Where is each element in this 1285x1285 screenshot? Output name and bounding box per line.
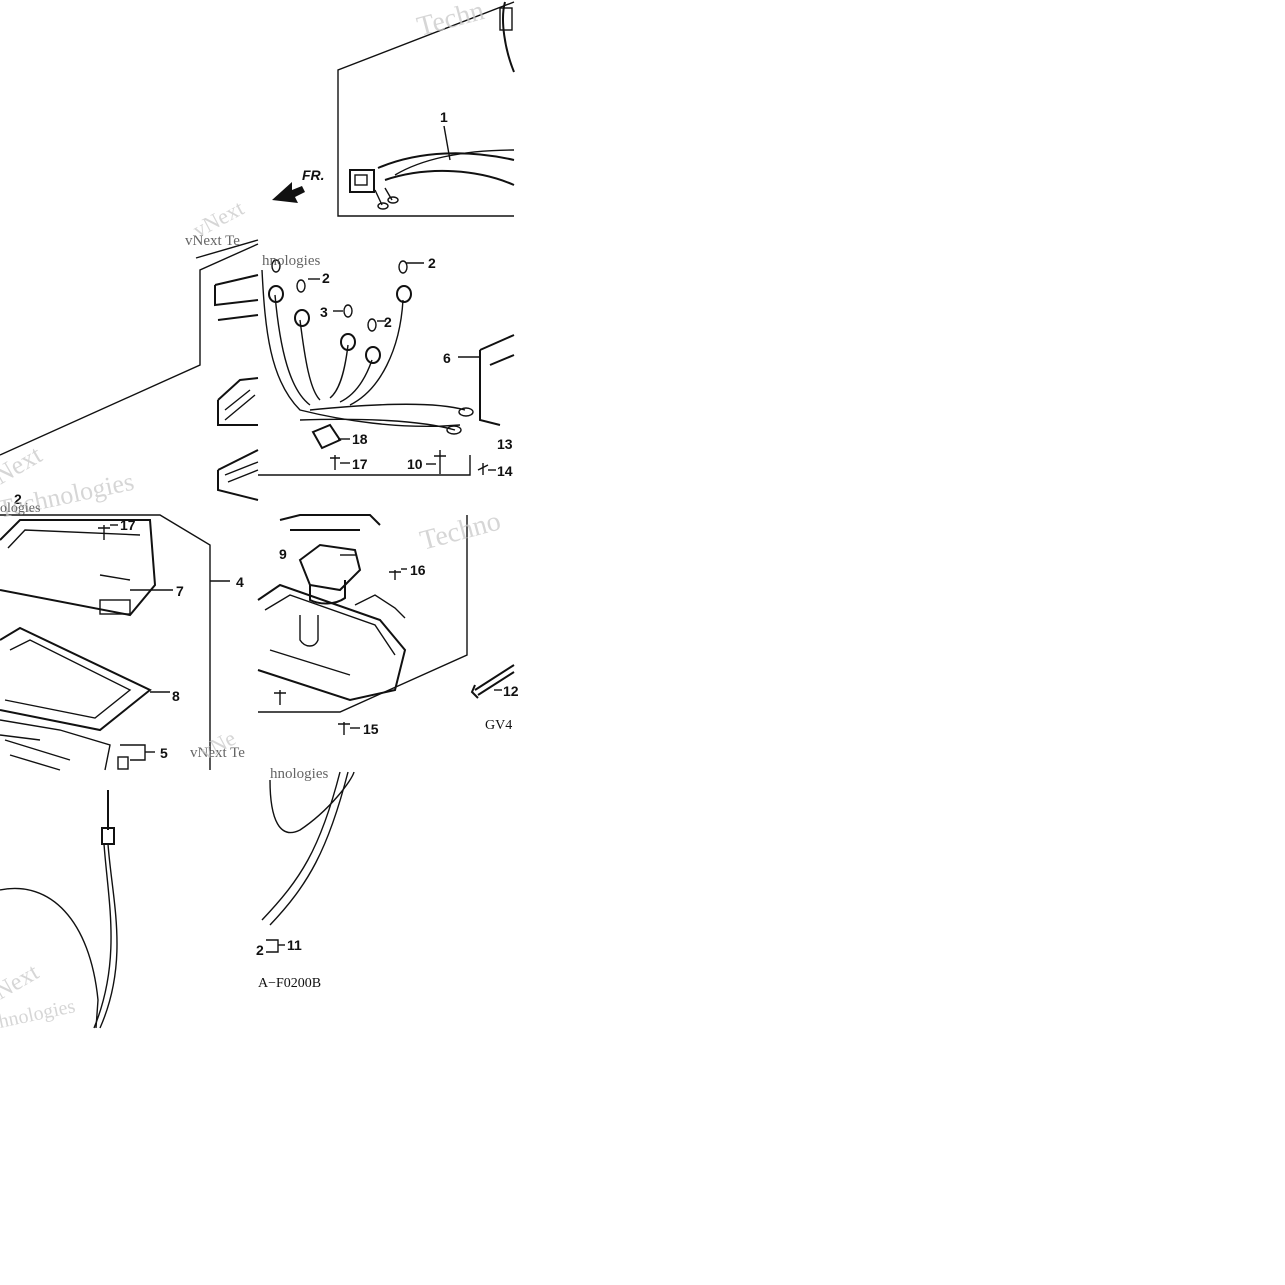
watermark: Techn bbox=[414, 0, 488, 43]
callout-2: 2 bbox=[428, 255, 436, 271]
watermark: ologies bbox=[0, 501, 40, 516]
callout-12: 12 bbox=[503, 683, 519, 699]
callout-7: 7 bbox=[176, 583, 184, 599]
callout-17: 17 bbox=[352, 456, 368, 472]
front-marker-label: FR. bbox=[302, 167, 325, 183]
callout-18: 18 bbox=[352, 431, 368, 447]
callout-17: 17 bbox=[120, 517, 136, 533]
watermark: vNext Te bbox=[185, 233, 240, 249]
callout-4: 4 bbox=[236, 574, 244, 590]
watermark: vNext Te bbox=[190, 745, 245, 761]
watermark: hnologies bbox=[270, 766, 328, 782]
callout-9: 9 bbox=[279, 546, 287, 562]
callout-5: 5 bbox=[160, 745, 168, 761]
figure-code: A−F0200B bbox=[258, 976, 321, 991]
callout-labels: 1 2 2 2 2 3 6 18 17 10 13 14 2 17 7 4 8 … bbox=[14, 109, 519, 958]
watermark: Next bbox=[0, 439, 47, 490]
callout-8: 8 bbox=[172, 688, 180, 704]
watermark: Next bbox=[0, 959, 44, 1005]
callout-6: 6 bbox=[443, 350, 451, 366]
watermark: hnologies bbox=[262, 253, 320, 269]
meter-case-panel bbox=[0, 514, 230, 771]
diagram-code: GV4 bbox=[485, 718, 512, 733]
meter-base-panel bbox=[257, 514, 515, 735]
watermark: Techno bbox=[417, 506, 504, 557]
callout-2: 2 bbox=[14, 491, 22, 507]
callout-11: 11 bbox=[287, 937, 302, 953]
callout-14: 14 bbox=[497, 463, 513, 479]
watermark: hnologies bbox=[0, 995, 77, 1033]
callout-2: 2 bbox=[256, 942, 264, 958]
callout-15: 15 bbox=[363, 721, 379, 737]
callout-3: 3 bbox=[320, 304, 328, 320]
callout-16: 16 bbox=[410, 562, 426, 578]
callout-13: 13 bbox=[497, 436, 513, 452]
meter-housing-panel bbox=[0, 239, 471, 501]
callout-2: 2 bbox=[384, 314, 392, 330]
front-direction-arrow-icon bbox=[272, 182, 305, 203]
callout-1: 1 bbox=[440, 109, 448, 125]
callout-2: 2 bbox=[322, 270, 330, 286]
callout-10: 10 bbox=[407, 456, 423, 472]
bulb-socket-panel bbox=[261, 259, 515, 475]
harness-panel bbox=[272, 1, 515, 217]
cable-panel bbox=[0, 771, 355, 1029]
